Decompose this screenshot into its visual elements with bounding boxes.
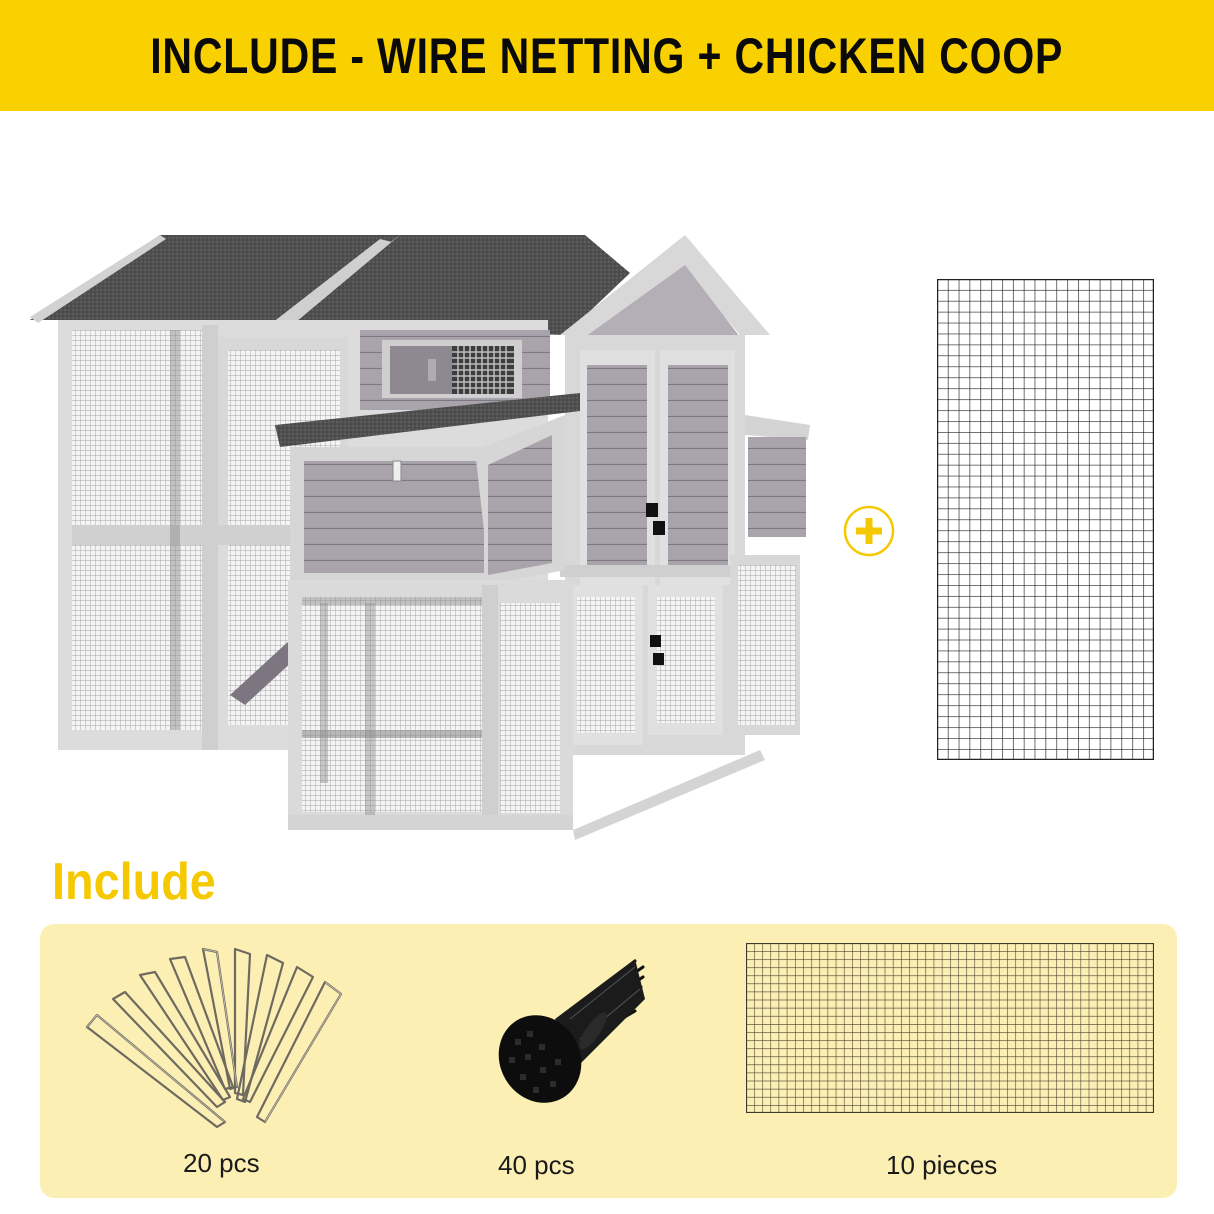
wire-netting-panel-image [937, 279, 1154, 760]
header-banner: INCLUDE - WIRE NETTING + CHICKEN COOP [0, 0, 1214, 111]
wire-netting-icon [746, 943, 1154, 1113]
cable-ties-quantity-label: 40 pcs [498, 1150, 575, 1180]
banner-title: INCLUDE - WIRE NETTING + CHICKEN COOP [150, 27, 1064, 84]
chicken-coop-image [30, 235, 810, 840]
u-stakes-icon [85, 947, 343, 1129]
include-heading: Include [52, 853, 216, 911]
included-items-panel: 20 pcs 40 pcs [40, 924, 1177, 1198]
stakes-quantity-label: 20 pcs [183, 1148, 260, 1178]
netting-quantity-label: 10 pieces [886, 1150, 998, 1180]
plus-circle-icon [843, 505, 895, 557]
cable-ties-icon [498, 959, 645, 1103]
